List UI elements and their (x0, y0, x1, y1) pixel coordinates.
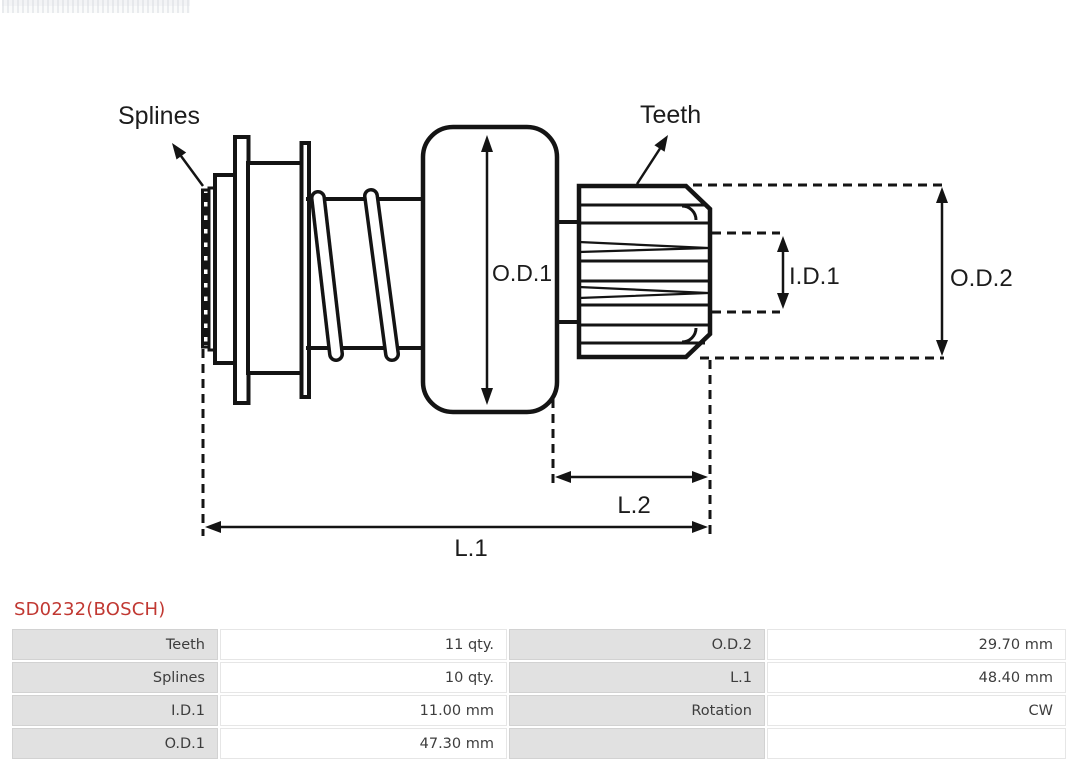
pinion-gear (576, 183, 713, 360)
spec-value-cell: 11.00 mm (220, 695, 507, 726)
technical-drawing: O.D.1 (118, 101, 1013, 562)
dim-id1: I.D.1 (777, 236, 840, 309)
dim-l2: L.2 (555, 471, 708, 519)
construction-lines (201, 183, 944, 536)
l2-label: L.2 (617, 492, 650, 519)
spec-value-cell: 47.30 mm (220, 728, 507, 759)
spec-row: Splines 10 qty. L.1 48.40 mm (12, 662, 1066, 693)
dim-od1: O.D.1 (481, 135, 552, 405)
spec-label-cell (509, 728, 765, 759)
spec-label-cell: L.1 (509, 662, 765, 693)
clutch-body (420, 124, 560, 415)
spec-row: Teeth 11 qty. O.D.2 29.70 mm (12, 629, 1066, 660)
spec-value-cell: 11 qty. (220, 629, 507, 660)
splined-shaft (201, 173, 238, 365)
spec-row: I.D.1 11.00 mm Rotation CW (12, 695, 1066, 726)
spec-label-cell: Rotation (509, 695, 765, 726)
teeth-label: Teeth (640, 101, 701, 129)
od2-label: O.D.2 (950, 265, 1013, 292)
l1-label: L.1 (454, 535, 487, 562)
spec-value-cell: CW (767, 695, 1066, 726)
dim-od2: O.D.2 (936, 187, 1013, 356)
id1-label: I.D.1 (789, 263, 840, 290)
spec-row: O.D.1 47.30 mm (12, 728, 1066, 759)
spec-value-cell: 29.70 mm (767, 629, 1066, 660)
spec-value-cell (767, 728, 1066, 759)
brand-watermark-icon (2, 0, 190, 13)
spec-label-cell: I.D.1 (12, 695, 218, 726)
spec-label-cell: O.D.2 (509, 629, 765, 660)
splines-label: Splines (118, 102, 200, 130)
teeth-leader-arrow (635, 135, 668, 185)
splines-leader-arrow (172, 143, 205, 187)
spec-value-cell: 10 qty. (220, 662, 507, 693)
part-code: SD0232(BOSCH) (14, 599, 166, 620)
pinion-neck (557, 220, 577, 324)
od1-label: O.D.1 (492, 260, 552, 286)
spec-label-cell: O.D.1 (12, 728, 218, 759)
spec-value-cell: 48.40 mm (767, 662, 1066, 693)
spec-table: Teeth 11 qty. O.D.2 29.70 mm Splines 10 … (10, 627, 1068, 761)
drive-spring (310, 188, 400, 362)
drive-flanges (233, 135, 311, 405)
spec-label-cell: Splines (12, 662, 218, 693)
spec-label-cell: Teeth (12, 629, 218, 660)
dim-l1: L.1 (205, 521, 708, 562)
